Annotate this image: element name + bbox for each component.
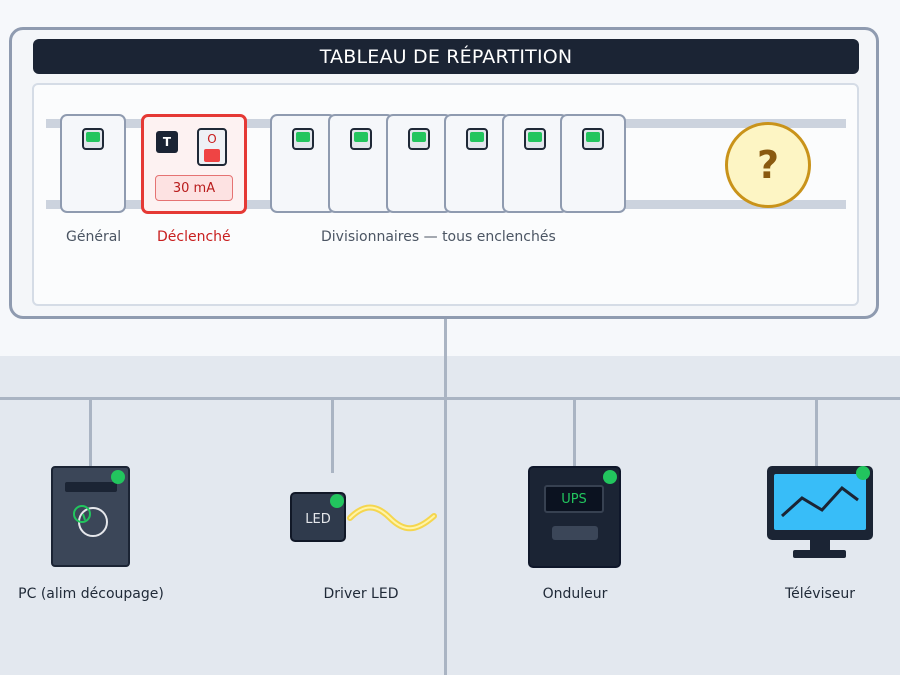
rcd-toggle[interactable]: O bbox=[197, 128, 227, 166]
tv-status-dot bbox=[856, 466, 870, 480]
status-led-on bbox=[296, 132, 310, 142]
panel-title: TABLEAU DE RÉPARTITION bbox=[33, 39, 859, 74]
distribution-bus-wire bbox=[0, 397, 900, 400]
tv-display bbox=[774, 474, 866, 530]
pc-status-dot bbox=[111, 470, 125, 484]
rcd-breaker-tripped[interactable]: T O 30 mA bbox=[141, 114, 247, 214]
rcd-test-button[interactable]: T bbox=[156, 131, 178, 153]
ups-status-dot bbox=[603, 470, 617, 484]
drop-wire-pc bbox=[89, 399, 92, 467]
ups-button bbox=[552, 526, 598, 540]
outlet-area-background bbox=[0, 356, 900, 675]
ups-display: UPS bbox=[544, 485, 604, 513]
drop-wire-ups bbox=[573, 399, 576, 467]
status-led-on bbox=[586, 132, 600, 142]
ups-badge: UPS bbox=[561, 491, 587, 507]
led-strip-icon bbox=[347, 504, 437, 532]
main-breaker[interactable] bbox=[60, 114, 126, 213]
branch-breaker-5[interactable] bbox=[502, 114, 568, 213]
branch-breaker-toggle[interactable] bbox=[466, 128, 488, 150]
main-breaker-caption: Général bbox=[66, 229, 122, 245]
branch-breaker-4[interactable] bbox=[444, 114, 510, 213]
status-led-on bbox=[86, 132, 100, 142]
pc-drive-slot bbox=[65, 482, 117, 492]
branch-breaker-3[interactable] bbox=[386, 114, 452, 213]
feeder-wire bbox=[444, 319, 447, 675]
led-driver-label: Driver LED bbox=[323, 586, 399, 602]
tv-label: Téléviseur bbox=[785, 586, 855, 602]
branch-breaker-toggle[interactable] bbox=[524, 128, 546, 150]
status-led-on bbox=[354, 132, 368, 142]
rcd-test-label: T bbox=[162, 135, 172, 149]
branch-breaker-toggle[interactable] bbox=[292, 128, 314, 150]
drop-wire-tv bbox=[815, 399, 818, 467]
main-breaker-toggle[interactable] bbox=[82, 128, 104, 150]
rcd-state-label: O bbox=[207, 132, 217, 146]
rcd-state-indicator bbox=[204, 149, 220, 162]
branch-breaker-6[interactable] bbox=[560, 114, 626, 213]
branch-breaker-toggle[interactable] bbox=[350, 128, 372, 150]
status-led-on bbox=[528, 132, 542, 142]
tv-screen[interactable] bbox=[767, 466, 873, 540]
rcd-status-caption: Déclenché bbox=[157, 229, 231, 245]
led-driver[interactable]: LED bbox=[290, 492, 346, 542]
branches-caption: Divisionnaires — tous enclenchés bbox=[321, 229, 556, 245]
question-mark-text: ? bbox=[756, 143, 780, 187]
branch-breaker-toggle[interactable] bbox=[582, 128, 604, 150]
rcd-rating-badge: 30 mA bbox=[155, 175, 233, 201]
pc-fan-icon bbox=[73, 505, 108, 537]
tv-stand-neck bbox=[810, 540, 830, 550]
branch-breaker-toggle[interactable] bbox=[408, 128, 430, 150]
drop-wire-led bbox=[331, 399, 334, 473]
status-led-on bbox=[412, 132, 426, 142]
panel-title-text: TABLEAU DE RÉPARTITION bbox=[319, 45, 573, 68]
led-driver-status-dot bbox=[330, 494, 344, 508]
branch-breaker-1[interactable] bbox=[270, 114, 336, 213]
ups-unit[interactable]: UPS bbox=[528, 466, 621, 568]
ups-label: Onduleur bbox=[542, 586, 608, 602]
rcd-rating-text: 30 mA bbox=[172, 180, 216, 196]
tv-stand-base bbox=[793, 550, 846, 558]
led-driver-badge: LED bbox=[305, 511, 331, 527]
tv-chart-icon bbox=[780, 485, 859, 518]
pc-power-supply[interactable] bbox=[51, 466, 130, 567]
question-mark-icon[interactable]: ? bbox=[725, 122, 811, 208]
branch-breaker-2[interactable] bbox=[328, 114, 394, 213]
pc-label: PC (alim découpage) bbox=[18, 586, 164, 602]
status-led-on bbox=[470, 132, 484, 142]
